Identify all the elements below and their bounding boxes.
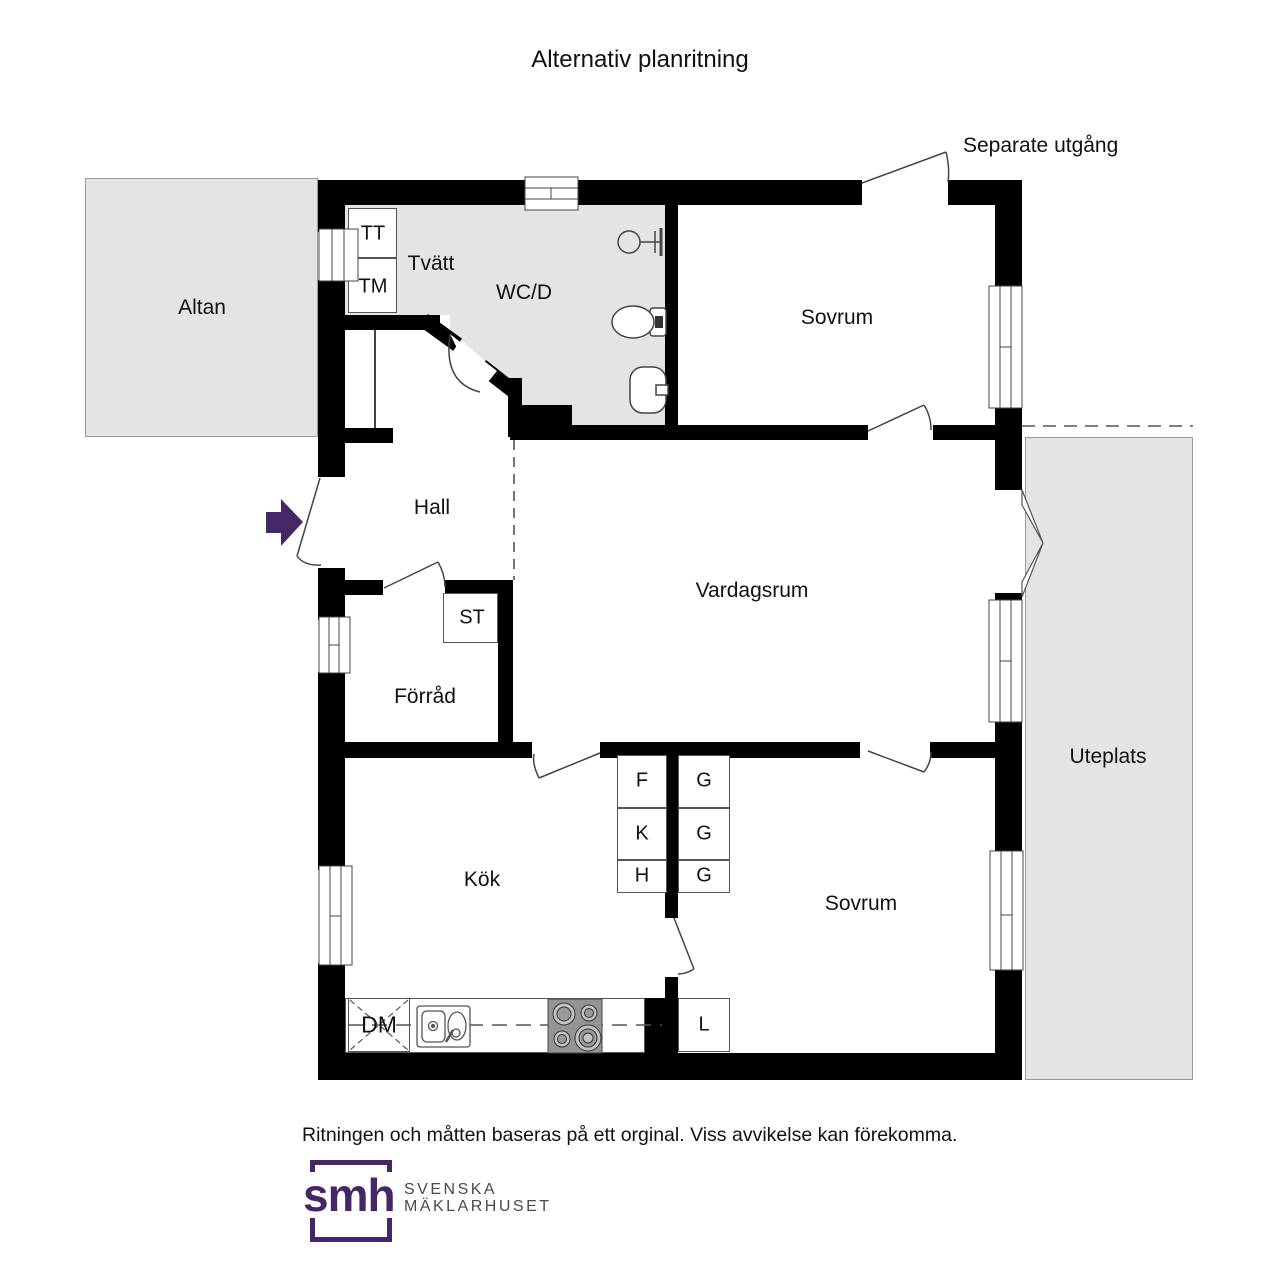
wall-right-1: [995, 180, 1022, 290]
label-tm: TM: [358, 275, 388, 298]
window-forrad-left: [318, 616, 351, 674]
altan-area: [85, 178, 318, 437]
cabinet-tm: [348, 258, 397, 313]
cabinet-g3: [678, 860, 730, 893]
wall-vardagsrum-north-1: [510, 425, 868, 440]
wall-left-1: [318, 180, 345, 232]
cabinet-st: [443, 593, 498, 643]
door-sovrum-top: [867, 404, 932, 432]
room-label-vardagsrum: Vardagsrum: [695, 579, 809, 602]
door-sovrum-bottom: [867, 750, 932, 773]
wall-kok-sovrum-divider-1: [665, 742, 678, 918]
wall-wcd-sovrum-divider: [665, 205, 678, 437]
uteplats-area: [1025, 437, 1193, 1080]
wall-top-1: [318, 180, 525, 205]
room-label-wcd: WC/D: [496, 281, 552, 304]
label-st: ST: [459, 606, 485, 629]
wall-bottom: [318, 1053, 1022, 1080]
wall-wcd-south: [510, 405, 572, 427]
hall-closet-partition: [374, 330, 376, 428]
wall-left-4: [318, 672, 345, 870]
cabinet-g2: [678, 808, 730, 860]
wall-kok-north-3: [930, 742, 1022, 758]
door-kok: [532, 752, 601, 779]
label-l: L: [698, 1013, 710, 1036]
door-forrad: [383, 561, 446, 589]
door-entrance: [296, 477, 322, 566]
wall-left-3: [318, 568, 345, 620]
label-g3: G: [696, 864, 712, 887]
room-label-altan: Altan: [178, 296, 226, 319]
door-kok-sovrum: [673, 917, 695, 975]
wall-hall-stub: [345, 428, 393, 443]
window-sovrum-top-right: [988, 285, 1023, 409]
label-tt: TT: [360, 222, 386, 245]
label-h: H: [634, 864, 650, 887]
label-g2: G: [696, 822, 712, 845]
window-sovrum-bottom-right: [989, 850, 1024, 971]
room-label-uteplats: Uteplats: [1069, 745, 1147, 768]
cabinet-l: [678, 998, 730, 1052]
label-k: K: [635, 822, 649, 845]
smh-logo-line2: MÄKLARHUSET: [404, 1198, 552, 1215]
disclaimer-text: Ritningen och måtten baseras på ett orgi…: [302, 1124, 958, 1146]
wall-forrad-north-2: [445, 580, 513, 595]
smh-logo-monogram: smh: [301, 1169, 397, 1221]
room-label-sovrum-top: Sovrum: [800, 306, 874, 329]
room-label-tvatt: Tvätt: [407, 252, 455, 275]
wall-right-4: [995, 720, 1022, 853]
smh-logo-line1: SVENSKA: [404, 1181, 498, 1198]
room-label-hall: Hall: [413, 496, 451, 519]
window-kok-left: [318, 865, 353, 966]
wall-top-2: [578, 180, 862, 205]
wall-tvatt-south: [345, 315, 440, 330]
cabinet-g1: [678, 755, 730, 808]
window-vardagsrum-right: [988, 599, 1023, 723]
cabinet-k: [617, 808, 667, 860]
separate-exit-label: Separate utgång: [963, 134, 1119, 157]
wall-right-3: [995, 593, 1022, 602]
label-g1: G: [696, 769, 712, 792]
wall-counter-end: [645, 998, 678, 1053]
wall-left-2: [318, 280, 345, 477]
wall-right-2: [995, 407, 1022, 490]
wall-vardagsrum-north-2: [933, 425, 1022, 440]
cabinet-f: [617, 755, 667, 808]
room-label-sovrum-bottom: Sovrum: [824, 892, 898, 915]
label-f: F: [635, 769, 649, 792]
room-label-kok: Kök: [463, 868, 501, 891]
cabinet-h: [617, 860, 667, 893]
smh-logo-wordmark: SVENSKA MÄKLARHUSET: [404, 1181, 552, 1215]
label-dm: DM: [361, 1011, 397, 1038]
wall-kok-north-1: [345, 742, 532, 758]
page-title: Alternativ planritning: [531, 46, 749, 73]
room-label-forrad: Förråd: [394, 685, 456, 708]
door-separate-exit: [861, 151, 950, 184]
wall-forrad-north-1: [345, 580, 383, 595]
entrance-arrow-icon: [266, 499, 303, 546]
wall-forrad-east: [498, 580, 513, 758]
